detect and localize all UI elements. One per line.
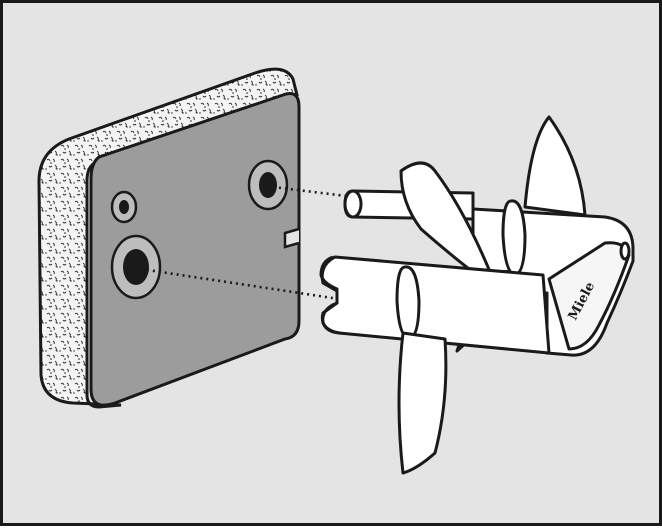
rear-wing-top — [523, 115, 587, 217]
bracket-oval — [619, 241, 631, 261]
upper-mounting-hole — [247, 159, 289, 211]
lower-mounting-hole — [110, 234, 162, 300]
tube-end — [319, 255, 342, 335]
upper-sleeve-ring — [501, 199, 527, 277]
small-hole — [110, 190, 138, 224]
bracket-face — [547, 241, 631, 351]
front-wing-bottom — [397, 331, 448, 475]
installation-diagram: Miele — [37, 67, 635, 475]
filter-holder: Miele — [319, 115, 635, 475]
panel-notch — [283, 227, 300, 249]
lower-sleeve-ring — [395, 265, 421, 341]
upper-rod-tip — [343, 189, 363, 219]
foam-edge — [37, 67, 299, 409]
filter-panel — [37, 67, 301, 409]
panel-face — [89, 92, 301, 407]
